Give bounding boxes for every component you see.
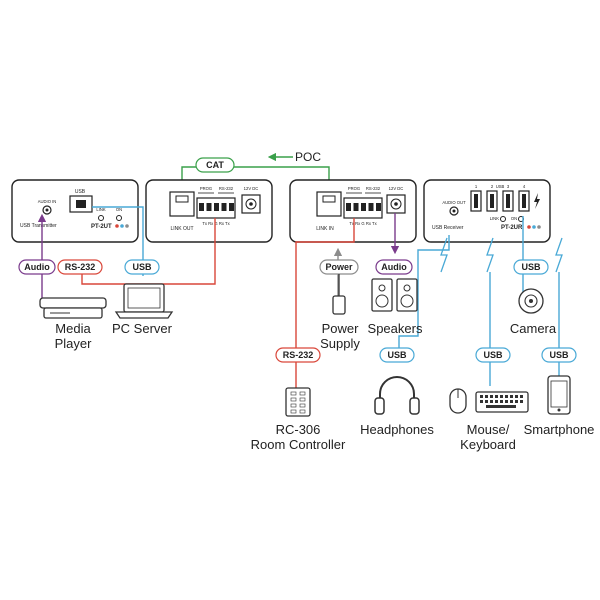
receiver-rear-panel: LINK IN PROG RS-232 Tx Rx G Rx Tx 12V DC [289,179,417,243]
tx-logo-dot-blue [120,224,124,228]
rx-link-in-port [316,191,342,217]
rx-port-number-4: 4 [523,184,526,189]
rc306-rs232-pill-label: RS-232 [283,350,314,360]
rx-audio-pill [375,259,413,275]
smartphone-usb-pill-label: USB [549,350,569,360]
rx-power-label: 12V DC [389,186,404,191]
rx-port-number-1: 1 [475,184,478,189]
tx-audio-pill [18,259,56,275]
tx-logo-dot-gray [125,224,129,228]
tx-rs232-pill-label: RS-232 [65,262,96,272]
headphones-usb-pill-label: USB [387,350,407,360]
tx-usb-pill [124,259,160,275]
rx-audio-pill-label: Audio [381,262,407,272]
camera-usb-pill-label: USB [521,262,541,272]
headphones-label: Headphones [360,422,434,437]
cat-pill [195,157,235,173]
camera-usb-pill [513,259,549,275]
tx-usb-port-label: USB [75,189,86,195]
mouse-icon [449,388,467,414]
tx-link-label: LINK [96,207,106,212]
mouse-keyboard-label-line2: Keyboard [460,437,516,452]
tx-usb-pill-label: USB [132,262,152,272]
room-controller-label-line1: RC-306 [276,422,321,437]
rc306-rs232-pill [275,347,321,363]
rx-rs232-label: RS-232 [366,186,381,191]
media-player-label-line2: Player [55,336,93,351]
tx-on-label: ON [116,207,122,212]
speakers-label: Speakers [368,321,423,336]
poc-label: POC [295,150,321,164]
mouse-keyboard-usb-pill [475,347,511,363]
rx-power-pill-label: Power [325,262,353,272]
mouse-keyboard-label-line1: Mouse/ [467,422,510,437]
room-controller-icon [285,387,311,417]
tx-usb-wire [92,206,144,276]
speakers-icon [371,278,418,312]
pc-server-label: PC Server [112,321,173,336]
rx-port-number-3: 3 [507,184,510,189]
power-supply-label-line1: Power [322,321,360,336]
tx-power-label: 12V DC [244,186,259,191]
cat-label: CAT [206,160,224,170]
smartphone-icon [547,375,571,415]
rx-model: PT-2UR [501,225,523,231]
rx-port-number-2: 2 [491,184,494,189]
laptop-icon [114,283,174,319]
smartphone-usb-pill [541,347,577,363]
wireless-link-icon [555,237,563,273]
mouse-keyboard-usb-pill-label: USB [483,350,503,360]
rx-caption: USB Receiver [432,225,464,231]
transmitter-front-panel: USB AUDIO IN LINK ON USB Transmitter PT-… [11,179,139,243]
tx-on-led [116,215,122,221]
tx-rs232-label: RS-232 [219,186,234,191]
wireless-link-icon [440,237,448,273]
rx-on-label: ON [511,216,517,221]
rx-link-label: LINK [490,216,500,221]
power-supply-icon [332,274,346,315]
media-player-label-line1: Media [55,321,91,336]
tx-terminal-label: Tx Rx G Rx Tx [202,221,230,226]
rx-usb-ports-label: USB [496,184,505,189]
rx-logo-dot-blue [532,225,536,229]
power-supply-label-line2: Supply [320,336,360,351]
media-player-icon [39,297,107,319]
receiver-front-panel: AUDIO OUT USB 1 2 3 4 LINK ON USB Receiv… [423,179,551,243]
rx-link-in-label: LINK IN [316,226,334,232]
rx-prog-label: PROG [348,186,360,191]
rx-headphones-usb-wire [398,235,450,350]
rx-link-led [500,216,506,222]
headphones-usb-pill [379,347,415,363]
camera-icon [518,288,544,314]
rx-audio-out-label: AUDIO OUT [442,200,466,205]
keyboard-icon [475,391,529,413]
headphones-icon [374,376,420,415]
tx-audio-in-label: AUDIO IN [38,199,57,204]
rx-terminal-label: Tx Rx G Rx Tx [349,221,377,226]
tx-rs232-pill [57,259,103,275]
tx-audio-pill-label: Audio [24,262,50,272]
tx-caption: USB Transmitter [20,223,57,229]
smartphone-label: Smartphone [524,422,595,437]
wireless-link-icon [486,237,494,273]
rx-logo-dot-red [527,225,531,229]
transmitter-rear-panel: LINK OUT PROG RS-232 Tx Rx G Rx Tx 12V D… [145,179,273,243]
charging-bolt-icon [534,193,540,209]
rx-rs232-wire [295,218,355,388]
rx-logo-dot-gray [537,225,541,229]
camera-label: Camera [510,321,557,336]
room-controller-label-line2: Room Controller [251,437,346,452]
tx-link-led [98,215,104,221]
tx-model: PT-2UT [91,224,112,230]
tx-link-out-label: LINK OUT [170,226,193,232]
tx-prog-label: PROG [200,186,212,191]
tx-logo-dot-red [115,224,119,228]
